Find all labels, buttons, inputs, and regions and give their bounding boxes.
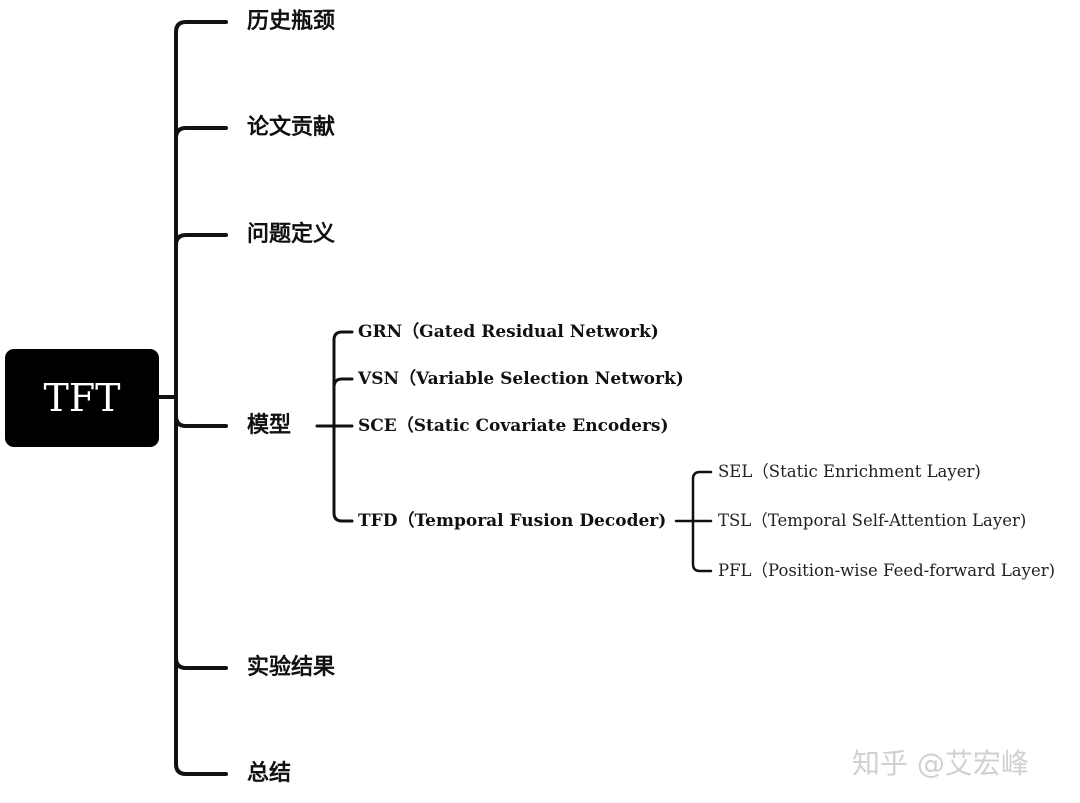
root-label: TFT — [43, 376, 121, 420]
node-pfl[interactable]: PFL（Position-wise Feed-forward Layer) — [718, 561, 1056, 580]
node-tfd[interactable]: TFD（Temporal Fusion Decoder) — [358, 511, 667, 531]
branch-model[interactable]: 模型 — [247, 413, 292, 438]
branch-paper-contribution[interactable]: 论文贡献 — [247, 115, 336, 140]
root-node[interactable]: TFT — [5, 349, 159, 447]
node-grn[interactable]: GRN（Gated Residual Network) — [358, 322, 659, 342]
branch-problem-definition[interactable]: 问题定义 — [247, 222, 336, 247]
watermark: 知乎 @艾宏峰 — [852, 747, 1029, 780]
node-sce[interactable]: SCE（Static Covariate Encoders) — [358, 416, 669, 436]
node-sel[interactable]: SEL（Static Enrichment Layer) — [718, 462, 981, 481]
node-vsn[interactable]: VSN（Variable Selection Network) — [358, 369, 684, 389]
connector-vsn — [332, 377, 354, 389]
branch-experiment-results[interactable]: 实验结果 — [247, 655, 336, 680]
node-tsl[interactable]: TSL（Temporal Self-Attention Layer) — [718, 511, 1027, 530]
branch-summary[interactable]: 总结 — [247, 761, 292, 786]
connector-branch-2 — [174, 126, 228, 140]
level1-trunk — [174, 20, 228, 776]
connector-branch-5 — [174, 656, 228, 670]
connector-branch-4 — [174, 414, 228, 428]
branch-history-bottleneck[interactable]: 历史瓶颈 — [247, 9, 336, 34]
connector-branch-3 — [174, 233, 228, 247]
